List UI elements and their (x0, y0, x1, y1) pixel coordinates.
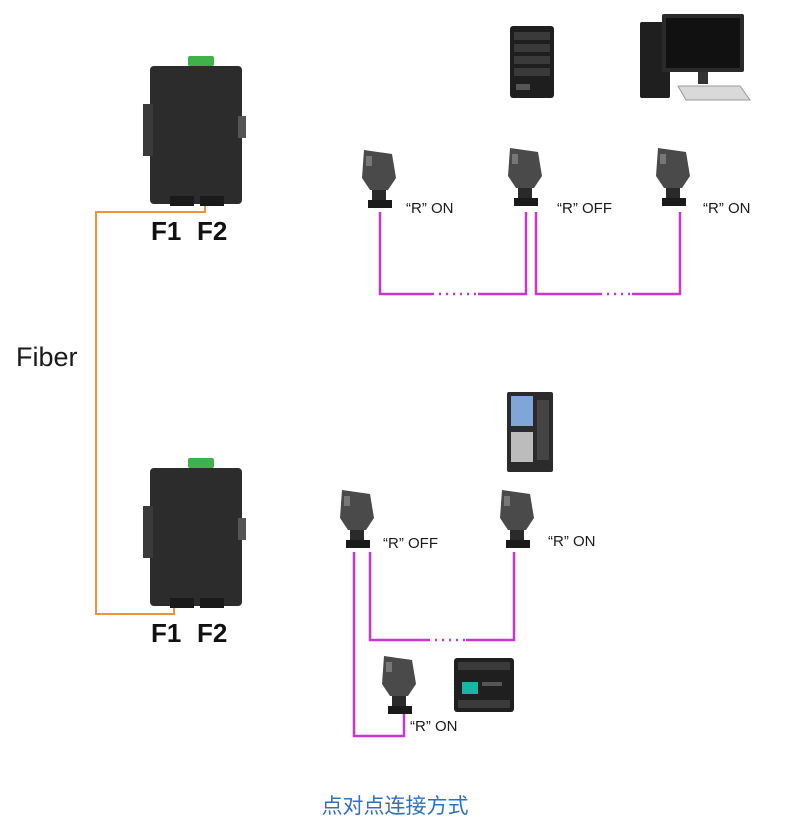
connector-part (372, 190, 386, 202)
terminal-block (188, 56, 214, 66)
switch-body (150, 468, 242, 606)
bus-segment (352, 552, 406, 738)
connector-part (392, 696, 406, 708)
db9-connector-icon (508, 148, 542, 206)
bus-segment (478, 212, 528, 296)
connector-part (510, 530, 524, 542)
bus-segment (378, 212, 432, 296)
connector-part (660, 154, 666, 164)
servo-drive-icon (507, 392, 553, 472)
connector-part (666, 188, 680, 200)
port-label-f1-top: F1 (151, 216, 182, 246)
port-label-f2-top: F2 (197, 216, 228, 246)
connector-label-c5: “R” ON (548, 533, 596, 550)
port-label-f2-bottom: F2 (197, 618, 228, 648)
diagram-caption: 点对点连接方式 (321, 794, 469, 818)
switch-side-panel (143, 104, 153, 156)
switch-rear-connector (238, 116, 246, 138)
bus-segment (534, 212, 600, 296)
switch-body (150, 66, 242, 204)
fiber-port-f2 (200, 598, 224, 608)
fiber-label: Fiber (16, 342, 78, 372)
bus-segment (466, 552, 516, 642)
connector-part (346, 540, 370, 548)
connector-part (344, 496, 350, 506)
connector-part (504, 496, 510, 506)
db9-connector-icon (656, 148, 690, 206)
connector-label-c4: “R” OFF (383, 535, 438, 552)
bus-segment (632, 212, 682, 296)
fiber-port-f1 (170, 598, 194, 608)
fiber-port-f2 (200, 196, 224, 206)
desktop-computer-icon (640, 14, 751, 101)
connector-part (514, 198, 538, 206)
connector-label-c6: “R” ON (410, 718, 458, 735)
connector-part (662, 198, 686, 206)
connector-part (512, 154, 518, 164)
fiber-cable (95, 200, 206, 615)
connector-part (388, 706, 412, 714)
connector-label-c1: “R” ON (406, 200, 454, 217)
port-label-f1-bottom: F1 (151, 618, 182, 648)
bus-lines-top (378, 212, 682, 296)
connector-part (350, 530, 364, 542)
switch-bottom (143, 458, 246, 608)
db9-connector-icon (382, 656, 416, 714)
connector-part (366, 156, 372, 166)
db9-connector-icon (340, 490, 374, 548)
db9-connector-icon (500, 490, 534, 548)
connector-part (386, 662, 392, 672)
switch-top (143, 56, 246, 206)
bus-segment (368, 552, 428, 642)
plc-icon (454, 658, 514, 712)
connector-part (368, 200, 392, 208)
db9-connector-icon (362, 150, 396, 208)
connector-label-c2: “R” OFF (557, 200, 612, 217)
bus-lines-bottom (352, 552, 516, 738)
terminal-block (188, 458, 214, 468)
switch-side-panel (143, 506, 153, 558)
fiber-port-f1 (170, 196, 194, 206)
connector-label-c3: “R” ON (703, 200, 751, 217)
switch-rear-connector (238, 518, 246, 540)
connector-part (506, 540, 530, 548)
connector-part (518, 188, 532, 200)
server-icon (510, 26, 554, 98)
